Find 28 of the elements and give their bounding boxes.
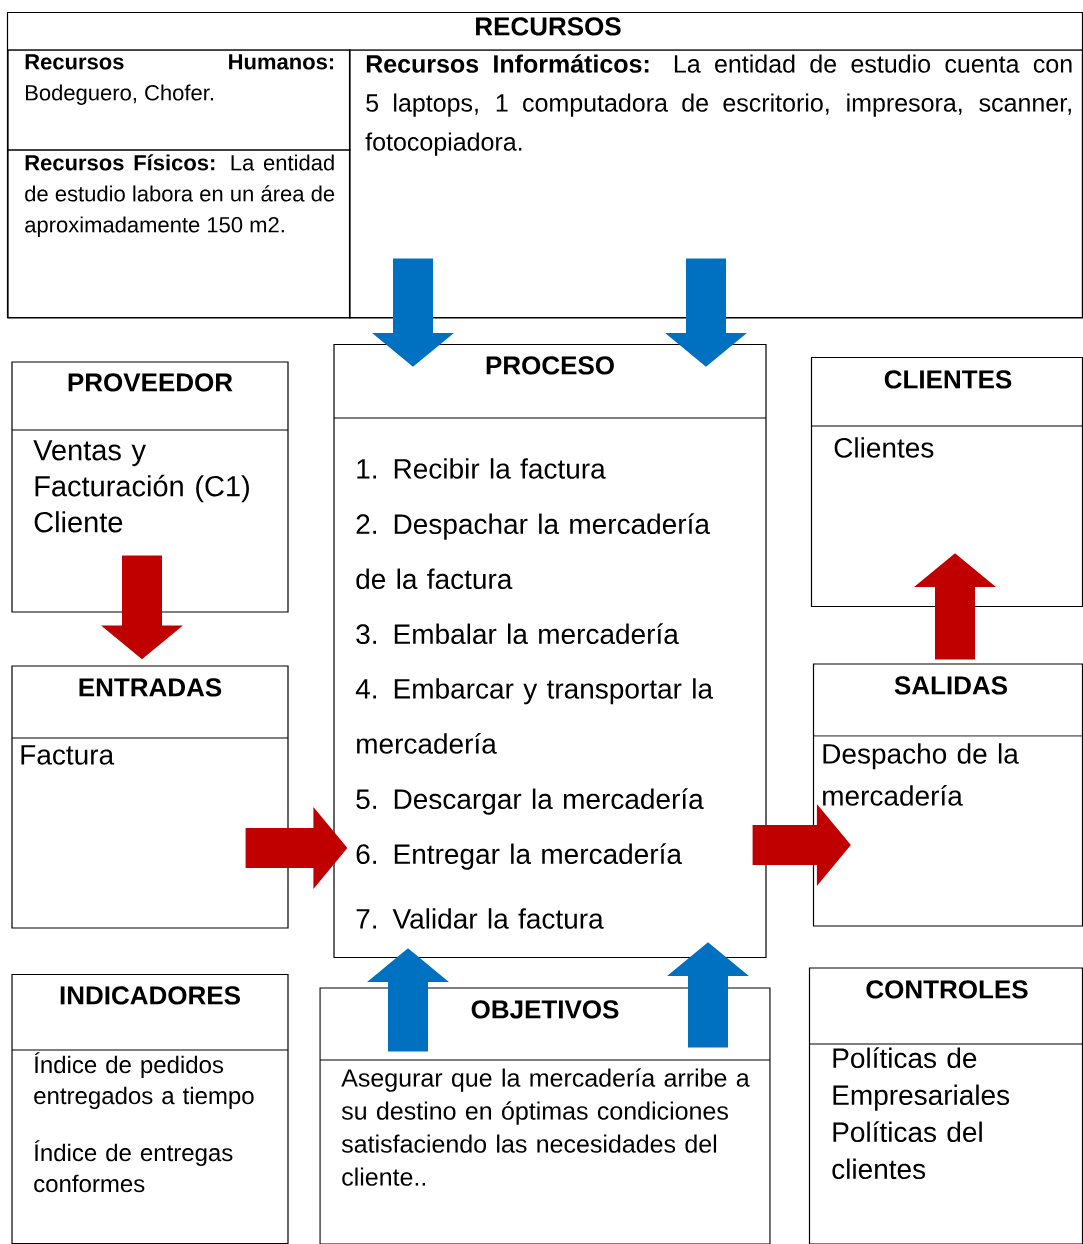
box-text: Políticas del clientes xyxy=(832,1121,982,1180)
box-text: Ventas y Facturación (C1) Cliente xyxy=(33,440,249,533)
box-text: Clientes xyxy=(834,437,934,458)
box-text: Factura xyxy=(21,745,115,765)
box-heading: OBJETIVOS xyxy=(471,1000,619,1019)
box-text: Recursos Informáticos: La entidad de estudio cuenta con 5 laptops, 1 computadora de escritorio, impresora, scanner, fotocopiadora. xyxy=(365,54,1072,156)
box-text: Índice de pedidos entregados a tiempo xyxy=(34,1052,254,1109)
box-text: Recursos Humanos: Bodeguero, Chofer. xyxy=(25,54,334,105)
list-item: 6. Entregar la mercadería xyxy=(356,843,682,870)
list-item: 3. Embalar la mercadería xyxy=(356,623,679,645)
box-heading: ENTRADAS xyxy=(79,678,222,697)
box-text: Asegurar que la mercadería arribe a su destino en óptimas condiciones satisfaciendo las necesidades del cliente.. xyxy=(341,1068,750,1186)
box-heading: PROVEEDOR xyxy=(68,373,233,392)
list-item: 7. Validar la factura xyxy=(356,908,604,929)
box-heading: SALIDAS xyxy=(894,676,1008,695)
box-heading: PROCESO xyxy=(486,356,614,375)
box-text: Recursos Físicos: La entidad de estudio labora en un área de aproximadamente 150 m2. xyxy=(25,154,335,237)
list-item: 5. Descargar la mercadería xyxy=(356,788,704,815)
box-text: Índice de entregas conformes xyxy=(34,1140,233,1193)
list-item: 2. Despachar la mercadería de la factura xyxy=(356,513,710,590)
box-heading: CONTROLES xyxy=(866,980,1028,999)
box-heading: RECURSOS xyxy=(476,17,621,36)
list-item: 1. Recibir la factura xyxy=(357,458,606,479)
box-text: Políticas de Empresariales xyxy=(833,1047,1010,1111)
box-heading: CLIENTES xyxy=(884,370,1012,389)
box-text: Despacho de la mercadería xyxy=(823,743,1019,806)
box-heading: INDICADORES xyxy=(60,986,240,1005)
list-item: 4. Embarcar y transportar la mercadería xyxy=(355,678,714,754)
